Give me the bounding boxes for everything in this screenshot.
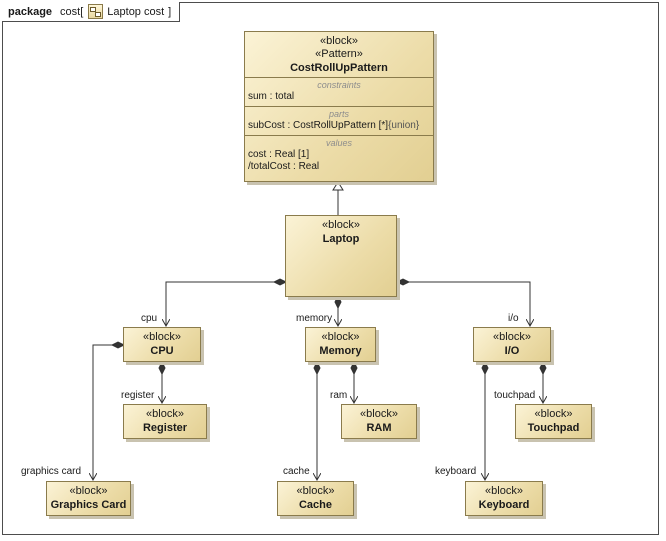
role-label-memory: memory (296, 313, 333, 324)
package-name: cost (60, 5, 81, 18)
block-cpu[interactable]: «block» CPU (123, 327, 201, 362)
block-name: Cache (298, 499, 333, 511)
composite-diamond (539, 360, 547, 376)
block-name: Keyboard (478, 499, 530, 511)
block-name: CostRollUpPattern (290, 62, 388, 74)
block-name: RAM (366, 422, 392, 434)
block-cache[interactable]: «block» Cache (277, 481, 354, 516)
association-cpu-graphics[interactable] (93, 344, 124, 480)
composite-diamond (158, 360, 166, 376)
block-costrolluppattern[interactable]: «block» «Pattern» CostRollUpPattern cons… (244, 31, 434, 182)
association-laptop-io[interactable] (397, 281, 530, 326)
value-row[interactable]: cost : Real [1] (248, 149, 310, 160)
stereotype-label: «block» (534, 408, 573, 420)
diagram-header-tab: package cost [ Laptop cost ] (2, 2, 181, 22)
compartment-title: constraints (317, 80, 361, 90)
role-label-ram: ram (330, 390, 348, 401)
stereotype-label: «block» (296, 485, 335, 497)
stereotype-label: «block» (320, 35, 358, 47)
stereotype-label: «block» (322, 219, 360, 231)
stereotype-label: «block» (321, 331, 360, 343)
values-compartment: values cost : Real [1] /totalCost : Real (245, 135, 433, 176)
composite-diamond (313, 360, 321, 376)
block-touchpad[interactable]: «block» Touchpad (515, 404, 592, 439)
frame-keyword: package (8, 5, 53, 18)
composite-diamond (110, 341, 126, 349)
close-bracket: ] (168, 5, 172, 18)
role-label-cpu: cpu (141, 313, 158, 324)
block-name: Register (142, 422, 188, 434)
stereotype-label: «block» (69, 485, 108, 497)
composite-diamond (334, 294, 342, 310)
block-name: I/O (504, 345, 520, 357)
block-memory[interactable]: «block» Memory (305, 327, 376, 362)
block-laptop[interactable]: «block» Laptop (285, 215, 397, 297)
part-type: : CostRollUpPattern [*] (284, 120, 389, 131)
compartment-title: values (325, 138, 352, 148)
block-diagram-icon (88, 4, 104, 19)
stereotype-label: «block» (360, 408, 398, 420)
role-label-io: i/o (508, 313, 519, 324)
compartment-title: parts (328, 109, 349, 119)
composite-diamond (350, 360, 358, 376)
part-row[interactable]: subCost : CostRollUpPattern [*]{union} (248, 120, 430, 132)
part-modifier: {union} (388, 120, 420, 131)
constraint-row[interactable]: sum : total (248, 91, 295, 102)
parts-compartment: parts subCost : CostRollUpPattern [*]{un… (245, 106, 433, 135)
stereotype-label: «Pattern» (315, 48, 363, 60)
stereotype-label: «block» (493, 331, 531, 343)
diagram-frame (2, 2, 659, 535)
role-label-keyboard: keyboard (435, 466, 477, 477)
role-label-touchpad: touchpad (494, 390, 536, 401)
block-io[interactable]: «block» I/O (473, 327, 551, 362)
stereotype-label: «block» (143, 331, 181, 343)
composite-diamond (395, 278, 411, 286)
block-name: Memory (319, 345, 362, 357)
part-name: subCost (248, 120, 285, 131)
block-graphics-card[interactable]: «block» Graphics Card (46, 481, 131, 516)
composite-diamond (272, 278, 288, 286)
stereotype-label: «block» (485, 485, 523, 497)
role-label-cache: cache (283, 466, 310, 477)
block-keyboard[interactable]: «block» Keyboard (465, 481, 543, 516)
association-laptop-cpu[interactable] (166, 281, 286, 326)
block-name: CPU (150, 345, 174, 357)
block-name: Laptop (322, 233, 360, 245)
role-label-graphics-card: graphics card (21, 466, 82, 477)
stereotype-label: «block» (146, 408, 184, 420)
diagram-name: Laptop cost (107, 5, 165, 18)
block-name: Touchpad (527, 422, 580, 434)
composite-diamond (481, 360, 489, 376)
role-label-register: register (121, 390, 155, 401)
open-bracket: [ (80, 5, 84, 18)
block-name: Graphics Card (50, 499, 127, 511)
generalization-arrowhead (332, 181, 344, 191)
value-row[interactable]: /totalCost : Real (248, 161, 320, 172)
block-ram[interactable]: «block» RAM (341, 404, 417, 439)
constraints-compartment: constraints sum : total (245, 77, 433, 106)
block-register[interactable]: «block» Register (123, 404, 207, 439)
